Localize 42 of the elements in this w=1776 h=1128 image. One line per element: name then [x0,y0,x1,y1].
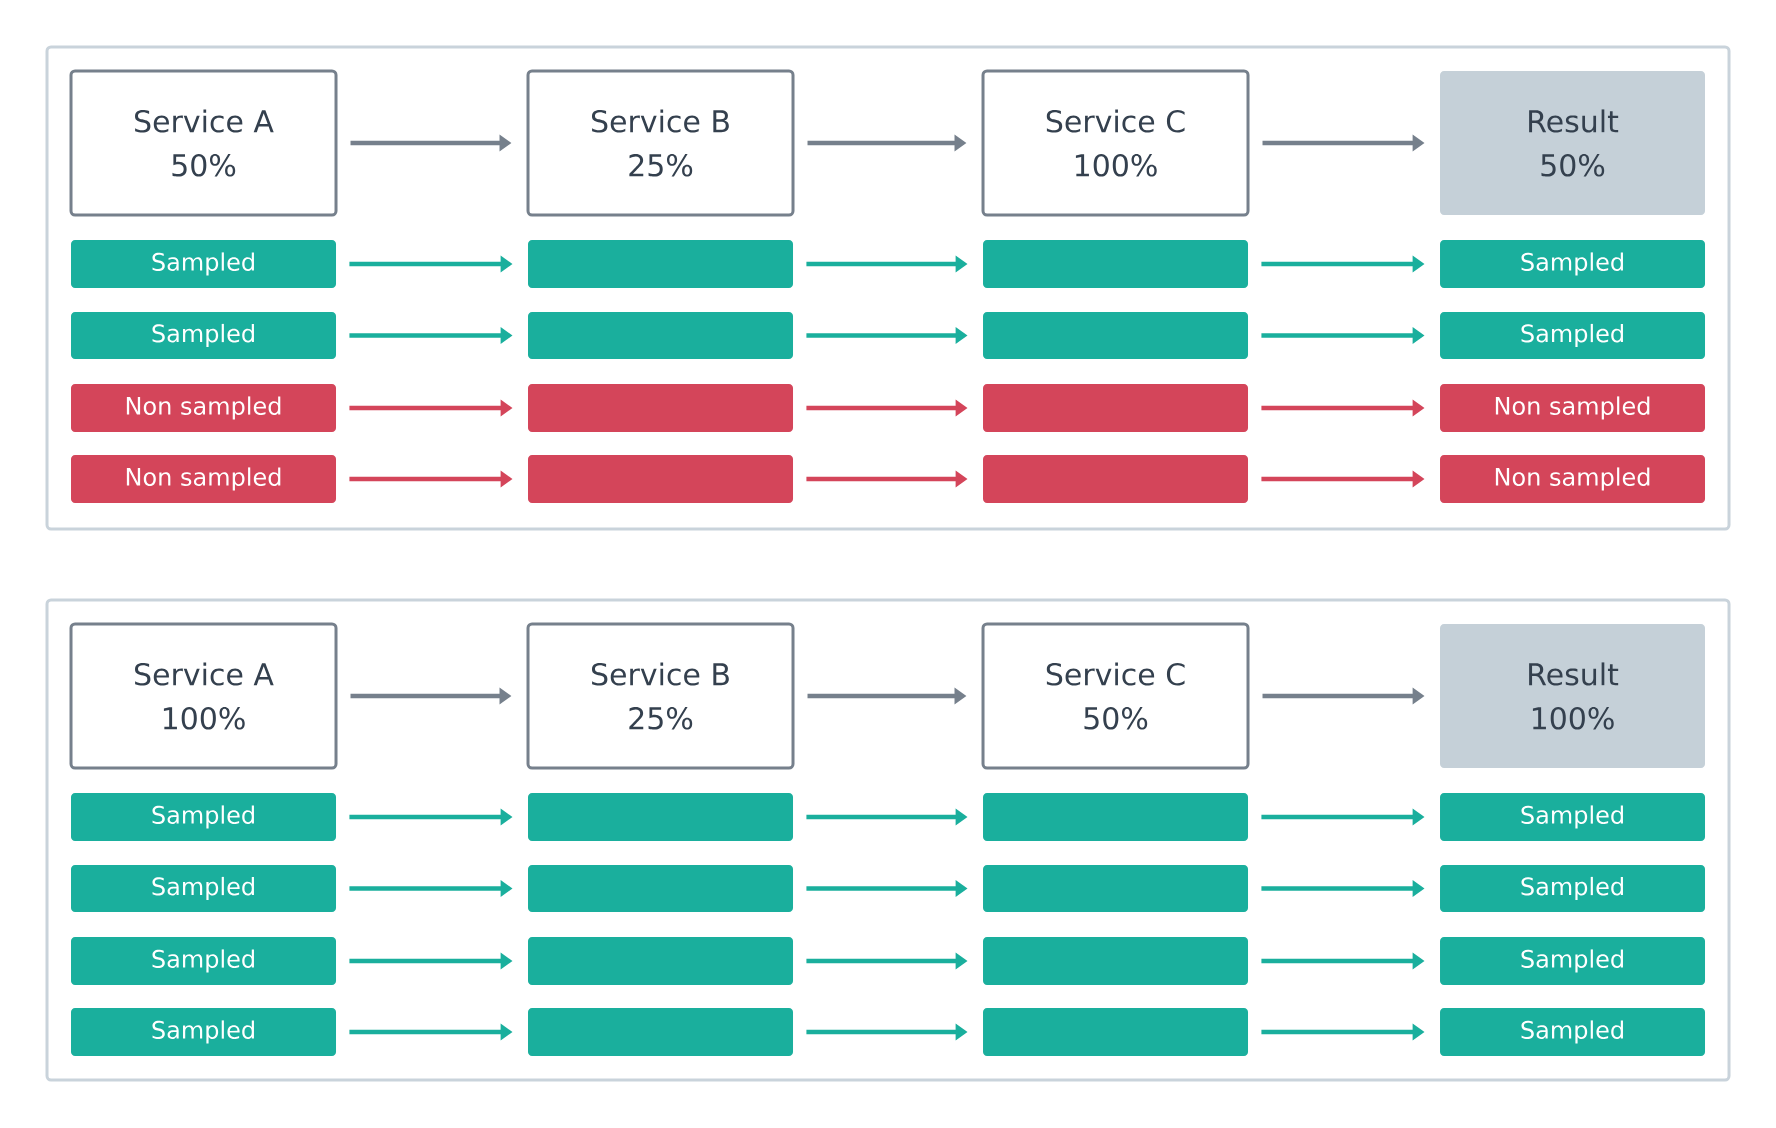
service-box: Service A 100% [69,622,338,770]
status-bar [528,455,793,503]
status-bar [983,240,1248,288]
status-bar [983,937,1248,985]
status-bar [528,793,793,841]
status-bar [528,240,793,288]
status-bar: Non sampled [71,384,336,432]
status-bar [528,384,793,432]
service-box: Service C 50% [981,622,1250,770]
status-bar: Sampled [1440,937,1705,985]
status-bar: Sampled [1440,865,1705,912]
status-bar [528,1008,793,1056]
status-bar [983,1008,1248,1056]
status-bar: Sampled [71,937,336,985]
status-bar: Non sampled [1440,384,1705,432]
panel-frame [45,598,1731,1082]
service-box: Service B 25% [526,69,795,217]
service-box: Service A 50% [69,69,338,217]
status-bar: Sampled [1440,793,1705,841]
service-box: Service C 100% [981,69,1250,217]
service-box: Service B 25% [526,622,795,770]
status-bar [528,937,793,985]
status-bar: Sampled [1440,240,1705,288]
status-bar: Non sampled [1440,455,1705,503]
status-bar [528,312,793,359]
result-box: Result 50% [1440,71,1705,215]
status-bar: Sampled [1440,312,1705,359]
status-bar: Sampled [71,793,336,841]
status-bar [528,865,793,912]
status-bar: Sampled [71,240,336,288]
status-bar [983,384,1248,432]
status-bar [983,793,1248,841]
status-bar: Non sampled [71,455,336,503]
status-bar [983,312,1248,359]
status-bar: Sampled [71,865,336,912]
panel-frame [45,45,1731,531]
result-box: Result 100% [1440,624,1705,768]
status-bar [983,865,1248,912]
status-bar [983,455,1248,503]
status-bar: Sampled [71,1008,336,1056]
status-bar: Sampled [1440,1008,1705,1056]
status-bar: Sampled [71,312,336,359]
